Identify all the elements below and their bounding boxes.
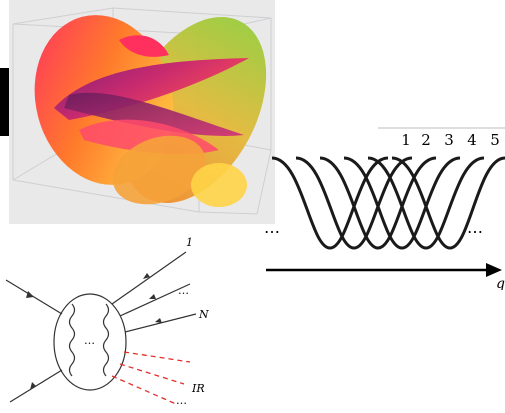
- outgoing-line-2: [119, 283, 191, 317]
- wavy-line-right: [102, 303, 110, 377]
- wavy-line-left: [68, 303, 76, 377]
- label-ir: IR: [191, 382, 205, 395]
- peak-label-3: 3: [444, 131, 454, 149]
- scattering-diagram: 1 … N … IR …: [0, 232, 270, 409]
- peak-label-5: 5: [490, 131, 500, 149]
- arrow-out-n: [155, 318, 162, 323]
- q-axis-label: q: [496, 276, 505, 290]
- outgoing-line-1: [111, 251, 187, 305]
- gaussian-svg: 1 2 3 4 5 … … q: [264, 127, 505, 292]
- ir-dots: …: [176, 394, 187, 407]
- surface-lobe-lower: [112, 135, 206, 205]
- interaction-blob: [53, 293, 127, 391]
- black-bar: [0, 68, 10, 136]
- blob-dots: …: [84, 334, 95, 347]
- gaussian-curve-4: [343, 156, 461, 250]
- inverted-gaussians: [271, 156, 505, 250]
- surface-figure: [12, 7, 272, 215]
- gaussian-curve-6: [391, 156, 505, 250]
- arrow-out-2: [149, 294, 156, 299]
- surface-lobe-right: [191, 163, 247, 207]
- peak-label-1: 1: [401, 131, 411, 149]
- label-1: 1: [186, 236, 193, 249]
- gaussian-curve-5: [367, 156, 485, 250]
- gaussian-peaks-figure: 1 2 3 4 5 … … q: [262, 120, 505, 292]
- right-ellipsis: …: [467, 218, 486, 237]
- peak-label-4: 4: [467, 131, 477, 149]
- outgoing-line-n: [124, 313, 197, 333]
- scattering-svg: 1 … N … IR …: [5, 236, 209, 407]
- surface-band-2: [64, 92, 244, 136]
- left-ellipsis: …: [264, 218, 283, 237]
- surface-top-fold: [119, 35, 169, 57]
- arrow-out-1: [143, 273, 150, 279]
- peak-label-2: 2: [421, 131, 431, 149]
- ir-lines: [111, 351, 191, 405]
- outgoing-dots: …: [178, 284, 189, 297]
- label-n: N: [198, 308, 209, 321]
- surface-image: [9, 0, 275, 224]
- q-axis-arrowhead: [486, 263, 502, 277]
- arrow-in-top: [26, 291, 34, 298]
- arrow-in-bottom: [30, 382, 36, 390]
